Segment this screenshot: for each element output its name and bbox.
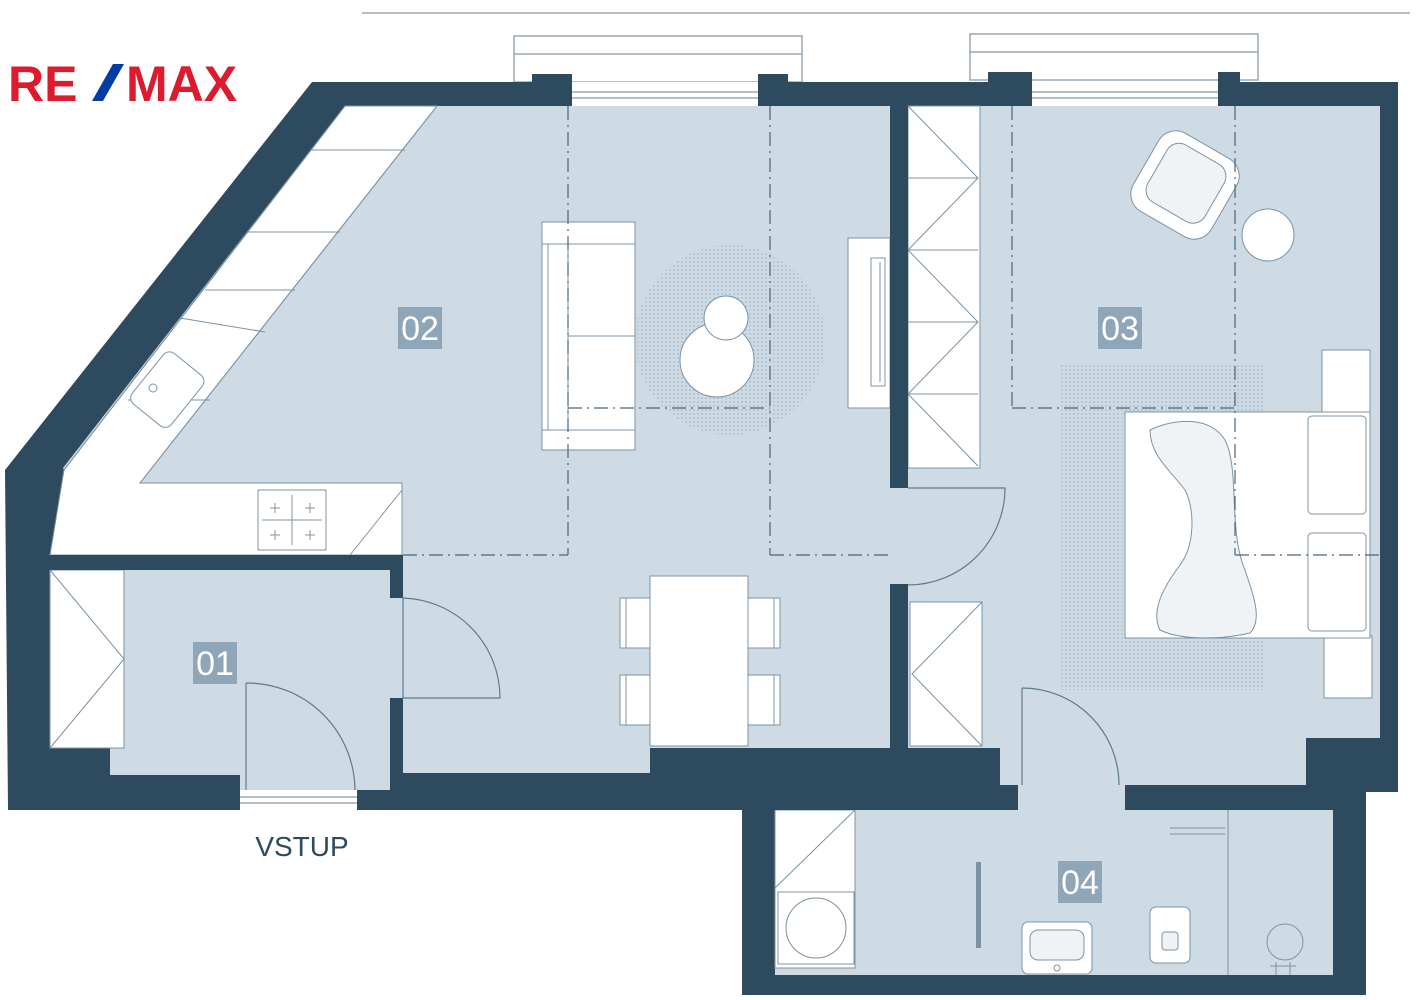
window-bays [513,33,1259,83]
windows [240,91,1218,804]
kitchen-counter [49,105,439,556]
logo-text-right: MAX [126,56,237,112]
room-label-03: 03 [1098,307,1142,349]
entrance-label: VSTUP [255,831,348,862]
recess-lines [403,106,1380,556]
svg-text:04: 04 [1061,864,1099,902]
room-label-02: 02 [398,307,442,349]
room-label-01: 01 [193,642,237,684]
logo-slash [92,64,124,101]
cooktop-burners [270,503,315,540]
room-label-04: 04 [1058,861,1102,903]
remax-logo: RE MAX [8,56,237,112]
interior-walls [50,106,1366,810]
svg-text:02: 02 [401,310,439,348]
door-swings [245,487,1120,791]
window-piers [532,72,1240,106]
svg-text:03: 03 [1101,310,1139,348]
bathroom-fixtures [774,809,1304,975]
hall-wardrobe [49,569,125,749]
shower-drain-marks [1270,962,1296,975]
svg-text:01: 01 [196,645,234,683]
bedroom-furniture [907,105,1373,747]
living-room-furniture [541,221,891,747]
logo-text-left: RE [8,56,77,112]
